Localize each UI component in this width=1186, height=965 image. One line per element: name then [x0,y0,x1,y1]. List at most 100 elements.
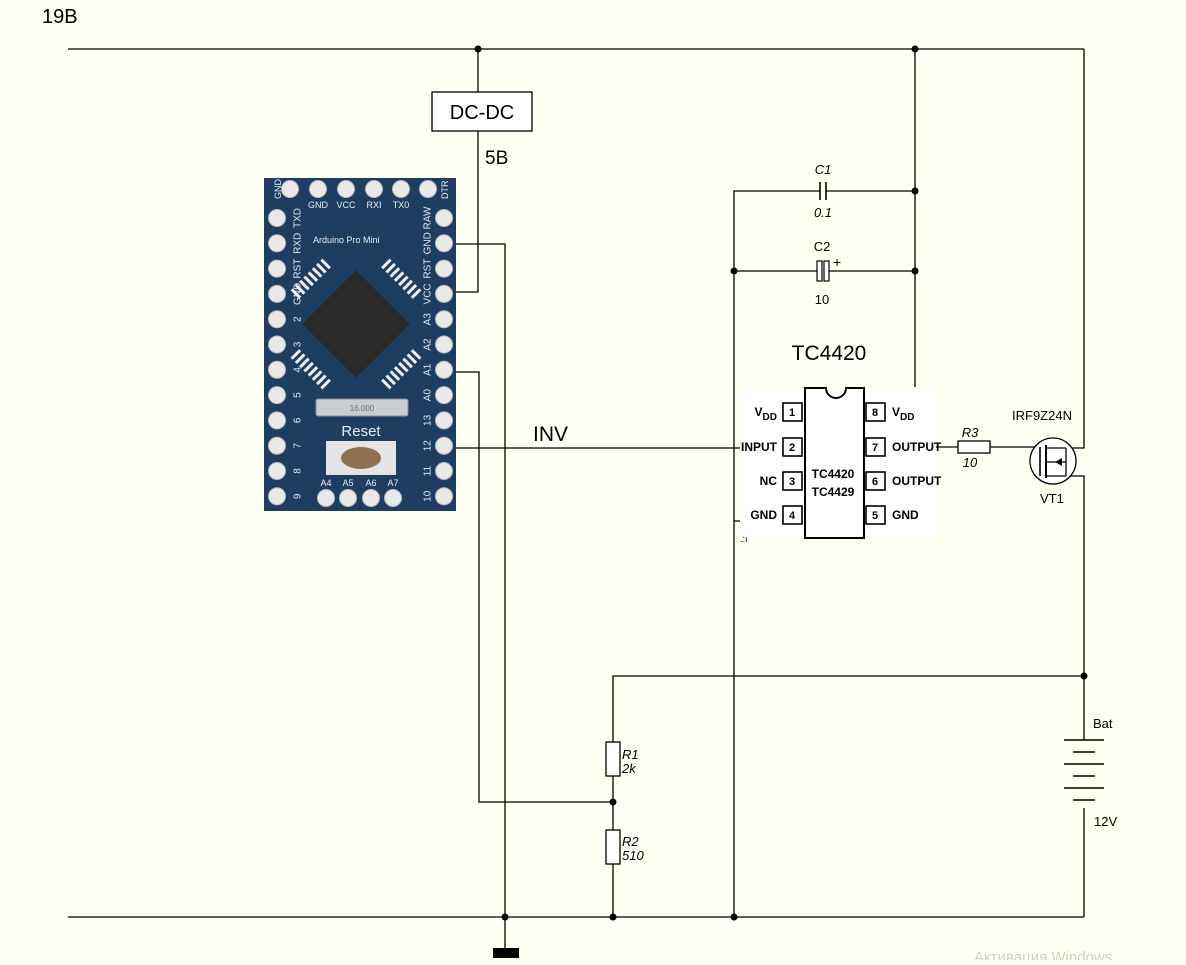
mcu-pin [402,279,413,291]
c2-name: C2 [814,239,831,254]
header-pin [435,310,453,329]
driver-title: TC4420 [792,342,867,365]
mcu-pin [406,353,418,364]
arduino-gnd-wire [446,243,506,917]
mcu-pin [389,370,401,381]
arduino-bottom-pin-label: A5 [342,478,353,488]
arduino-top-pin-label: GND [308,200,329,210]
mcu-pin [389,267,401,278]
header-pin [268,487,286,506]
mcu-pin [402,357,413,369]
header-pin [435,487,453,506]
header-pin [365,180,383,198]
mcu-pin [299,357,310,369]
mosfet-drain-wire [1066,475,1085,740]
mcu-pin [393,366,405,377]
c2-plate [823,260,830,282]
r1-name: R1 [622,747,639,762]
battery-value: 12V [1094,814,1117,829]
header-pin [268,411,286,430]
header-pin [268,310,286,329]
mcu-pin [311,370,323,381]
mcu-pin [381,378,392,390]
vt1-body [1029,437,1077,485]
header-pin [435,436,453,455]
mcu-pin [316,262,327,274]
arduino-left-pin-label: TXD [293,208,304,228]
header-pin [337,180,355,198]
header-pin [419,180,437,198]
header-pin [268,335,286,354]
r2-name: R2 [622,834,639,849]
driver-pin-label: OUTPUT [892,474,942,488]
mcu-pin [294,284,306,295]
resistor-r3: R3 10 [957,425,991,470]
r3-name: R3 [962,425,979,440]
mcu-pin [303,361,314,373]
c1-left-wire [733,190,820,917]
mcu-body [302,270,410,378]
arduino-right-pin-label: A3 [423,313,434,326]
r3-body [957,440,991,454]
driver-pin-label: GND [892,508,919,522]
arduino-top-pin-label: VCC [336,200,356,210]
driver-chip-line: TC4420 [812,467,855,481]
driver-pin-number: 3 [789,476,795,488]
supply-label: 19B [42,6,78,28]
arduino-right-pin-label: A2 [423,338,434,351]
arduino-left-pin-label: 7 [293,442,304,448]
header-pin [281,180,299,198]
dcdc-converter: DC-DC 5B [431,91,533,169]
header-pin [435,462,453,480]
reset-button-cap [341,447,381,469]
driver-pin-box [782,471,803,491]
driver-pin-label: VDD [892,405,914,423]
crystal [315,398,409,417]
mosfet-vt1: IRF9Z24N VT1 [1012,408,1077,506]
arduino-top-left-label: GND [273,179,283,200]
mcu-pin [406,284,418,295]
driver-pin-number: 4 [789,510,796,522]
header-pin [268,284,286,303]
resistor-r2: R2 510 [605,829,644,865]
junction-dot [474,45,482,53]
dcdc-label: DC-DC [450,102,514,124]
mcu-pin [320,378,331,390]
header-pin [384,489,402,507]
arduino-left-pin-label: 5 [293,392,304,398]
header-pin [435,335,453,354]
junction-dot [1080,672,1088,680]
header-pin [268,462,286,480]
mcu-pin [311,267,323,278]
arduino-left-pin-label: RST [293,259,304,279]
mcu-pin [316,374,327,386]
arduino-left-pin-label: 2 [293,316,304,322]
battery: Bat 12V [1064,716,1117,829]
mcu-pin [410,349,422,360]
junction-dot [501,913,509,921]
mcu-pin [410,288,422,299]
capacitor-c2: C2 + 10 [814,239,842,307]
junction-dot [911,187,919,195]
driver-chip-body [804,387,865,539]
arduino-left-pin-label: 6 [293,417,304,423]
driver-pin-label: NC [760,474,778,488]
driver-pin-box [782,437,803,457]
header-pin [435,386,453,405]
driver-pin-box [865,402,886,422]
driver-pin-box [865,505,886,525]
header-pin [268,436,286,455]
driver-cut-text: .:ı [740,534,748,544]
divider-top-wire [612,675,1084,742]
header-pin [309,180,327,198]
mcu-pin [320,258,331,270]
wires [68,48,1085,958]
header-pin [392,180,410,198]
